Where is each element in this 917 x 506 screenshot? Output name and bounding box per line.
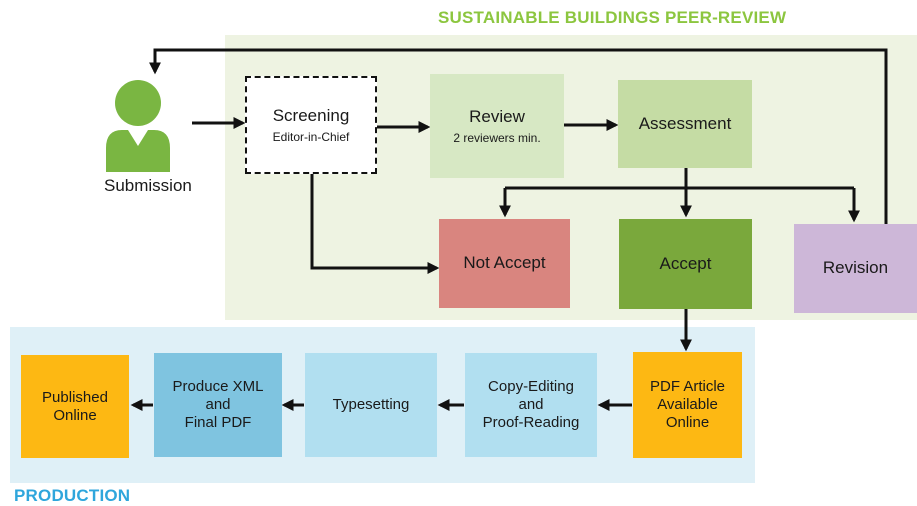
screening-subtitle: Editor-in-Chief bbox=[272, 130, 350, 144]
published-line-2: Online bbox=[53, 406, 97, 424]
screening-to-not-accept-arrow bbox=[310, 174, 440, 274]
typesetting-title: Typesetting bbox=[332, 396, 410, 413]
copy-editing-line-3: Proof-Reading bbox=[482, 414, 580, 431]
accept-box: Accept bbox=[619, 219, 752, 309]
accept-title: Accept bbox=[659, 253, 712, 273]
produce-xml-box: Produce XML and Final PDF bbox=[154, 353, 282, 457]
revision-loop-arrow bbox=[149, 48, 888, 225]
copy-editing-line-1: Copy-Editing bbox=[488, 378, 574, 395]
assessment-title: Assessment bbox=[638, 113, 732, 133]
published-line-1: Published bbox=[42, 388, 108, 406]
produce-xml-line-1: Produce XML bbox=[172, 378, 264, 395]
pdf-article-line-1: PDF Article bbox=[649, 378, 725, 395]
review-subtitle: 2 reviewers min. bbox=[453, 131, 541, 145]
person-icon bbox=[106, 80, 170, 172]
produce-xml-line-2: and bbox=[205, 396, 231, 413]
pdf-article-box: PDF Article Available Online bbox=[633, 352, 742, 458]
not-accept-box: Not Accept bbox=[439, 219, 570, 308]
pdf-article-line-3: Online bbox=[665, 414, 710, 431]
peer-review-title: SUSTAINABLE BUILDINGS PEER-REVIEW bbox=[438, 8, 787, 27]
revision-title: Revision bbox=[822, 258, 889, 278]
screening-title: Screening bbox=[272, 105, 350, 125]
copy-editing-box: Copy-Editing and Proof-Reading bbox=[465, 353, 597, 457]
pdf-article-line-2: Available bbox=[657, 396, 718, 413]
revision-box: Revision bbox=[794, 224, 917, 313]
published-online-box: Published Online bbox=[21, 355, 129, 458]
screening-box: Screening Editor-in-Chief bbox=[245, 76, 377, 174]
produce-xml-line-3: Final PDF bbox=[184, 414, 252, 431]
review-title: Review bbox=[469, 106, 525, 126]
production-title: PRODUCTION bbox=[14, 486, 131, 505]
review-box: Review 2 reviewers min. bbox=[430, 74, 564, 178]
typesetting-box: Typesetting bbox=[305, 353, 437, 457]
copy-editing-line-2: and bbox=[518, 396, 544, 413]
not-accept-title: Not Accept bbox=[463, 253, 546, 273]
submission-label: Submission bbox=[104, 176, 192, 195]
assessment-box: Assessment bbox=[618, 80, 752, 168]
